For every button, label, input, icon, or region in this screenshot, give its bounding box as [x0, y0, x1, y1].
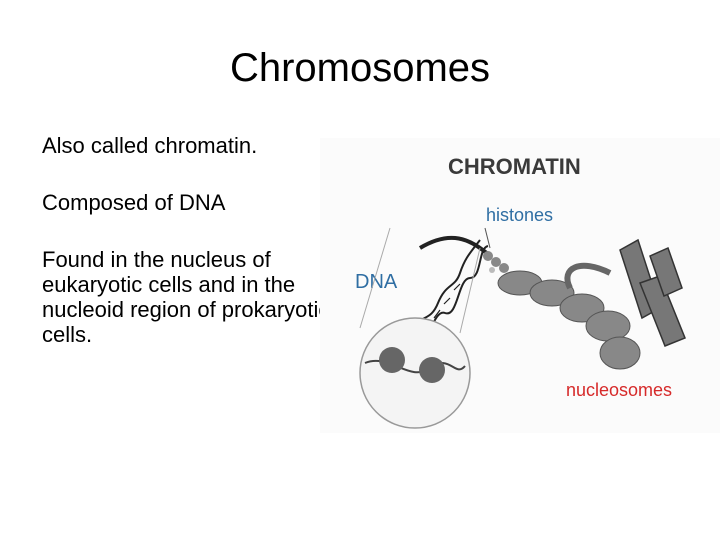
slide-title: Chromosomes	[229, 46, 491, 90]
nucleosomes-label: nucleosomes	[566, 380, 672, 400]
histone-beads-icon	[418, 227, 509, 273]
bullet-item: Found in the nucleus of eukaryotic cells…	[42, 247, 330, 347]
nucleosome-zoom-icon	[359, 227, 481, 429]
chromatin-figure: CHROMATIN histones DNA nucleosomes	[320, 138, 720, 433]
bullet-item: Also called chromatin.	[42, 133, 258, 158]
dna-label: DNA	[355, 271, 398, 293]
bullet-list: Also called chromatin. Composed of DNA F…	[42, 133, 332, 379]
bullet-item: Composed of DNA	[42, 190, 226, 215]
histones-label: histones	[486, 205, 553, 225]
chromatin-fiber-icon	[497, 262, 641, 370]
figure-heading: CHROMATIN	[448, 154, 581, 179]
chromosome-icon	[619, 238, 686, 347]
